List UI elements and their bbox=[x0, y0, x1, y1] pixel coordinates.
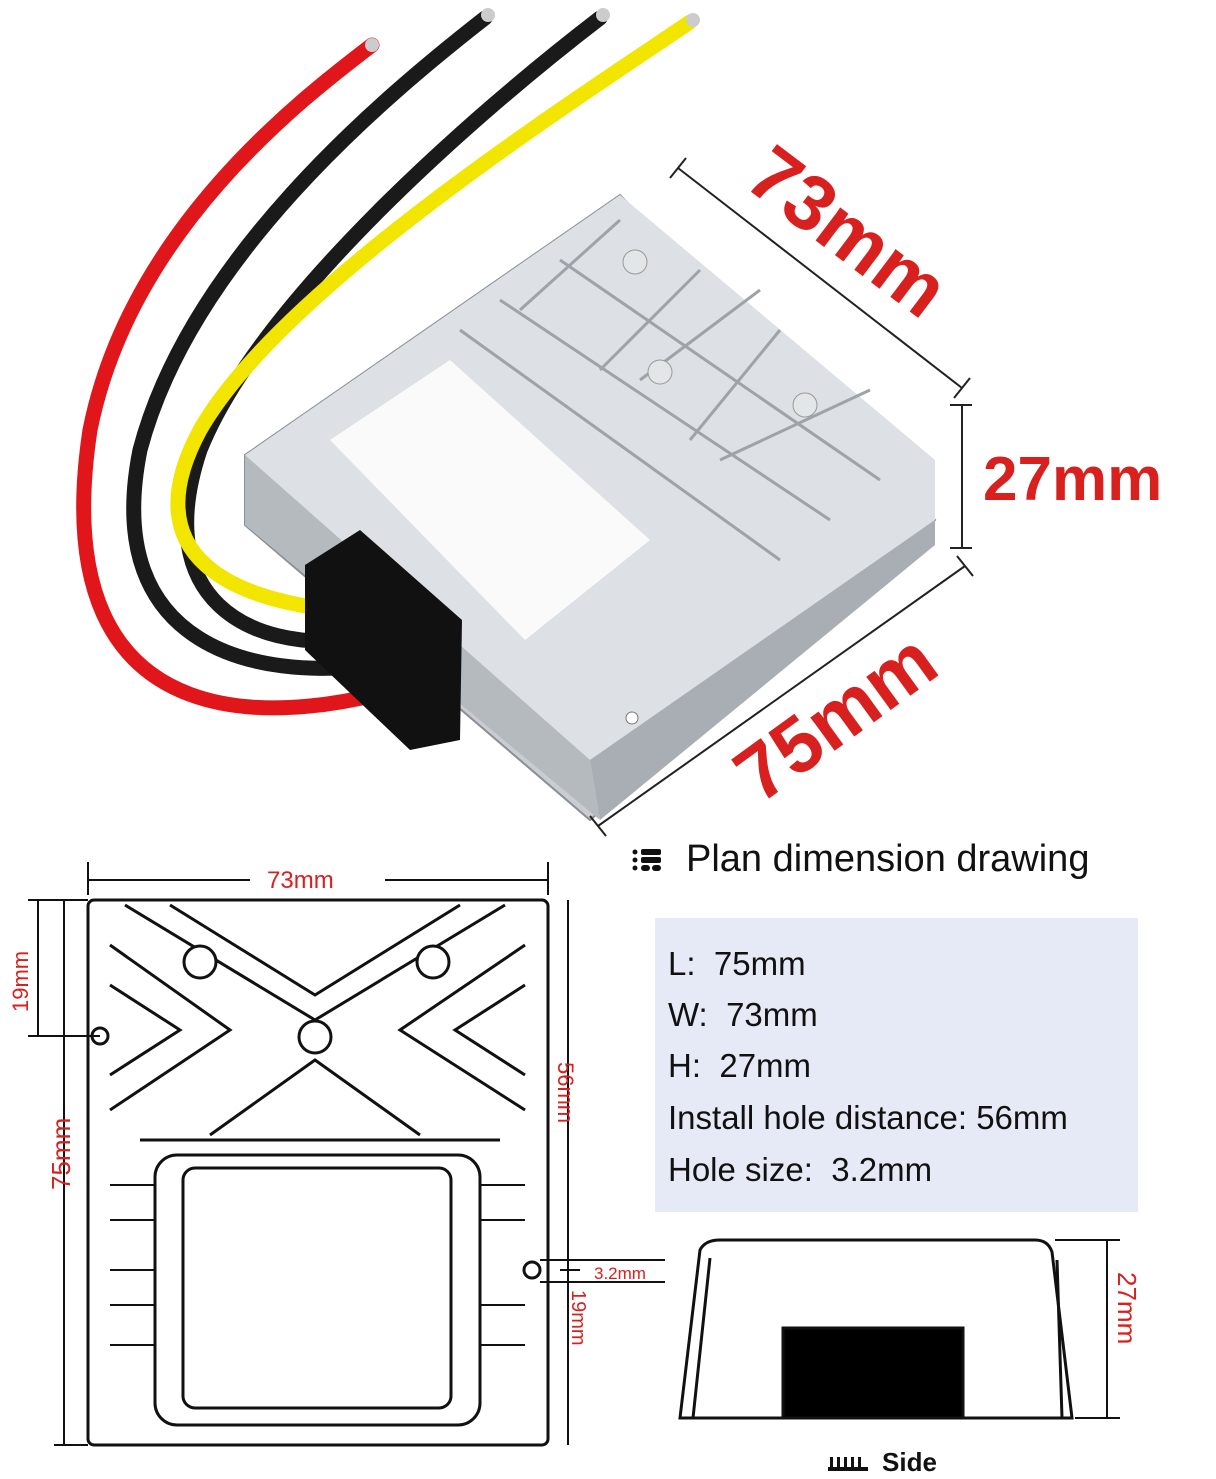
spec-hole-distance: Install hole distance: 56mm bbox=[668, 1099, 1068, 1136]
spec-hole-size: Hole size: 3.2mm bbox=[668, 1151, 933, 1188]
side-drawing bbox=[678, 1238, 1120, 1420]
list-icon bbox=[632, 848, 661, 871]
converter-body bbox=[244, 193, 937, 822]
dim-width-label: 73mm bbox=[732, 128, 965, 334]
red-wire bbox=[76, 37, 418, 716]
side-height-label: 27mm bbox=[1112, 1272, 1142, 1344]
black-wire-1 bbox=[126, 10, 493, 676]
plan-right-19-label: 19mm bbox=[567, 1290, 589, 1346]
wires bbox=[76, 8, 700, 716]
spec-height: H: 27mm bbox=[668, 1047, 812, 1084]
spec-width: W: 73mm bbox=[668, 996, 818, 1033]
plan-drawing bbox=[28, 862, 665, 1447]
plan-hole-label: 3.2mm bbox=[594, 1264, 646, 1283]
spec-length: L: 75mm bbox=[668, 945, 806, 982]
side-caption: Side bbox=[828, 1447, 937, 1478]
spec-panel bbox=[655, 918, 1138, 1212]
dim-height-label: 27mm bbox=[983, 445, 1162, 514]
plan-heading-text: Plan dimension drawing bbox=[686, 838, 1090, 880]
plan-heading: Plan dimension drawing bbox=[632, 838, 1089, 881]
ruler-icon bbox=[828, 1456, 868, 1471]
yellow-wire bbox=[170, 14, 698, 618]
plan-left-19-label: 19mm bbox=[8, 951, 33, 1012]
side-label: Side bbox=[882, 1447, 937, 1477]
plan-right-56-label: 56mm bbox=[553, 1062, 578, 1123]
connector bbox=[305, 530, 462, 750]
plan-width-label: 73mm bbox=[267, 867, 334, 894]
plan-left-75-label: 75mm bbox=[46, 1118, 76, 1190]
